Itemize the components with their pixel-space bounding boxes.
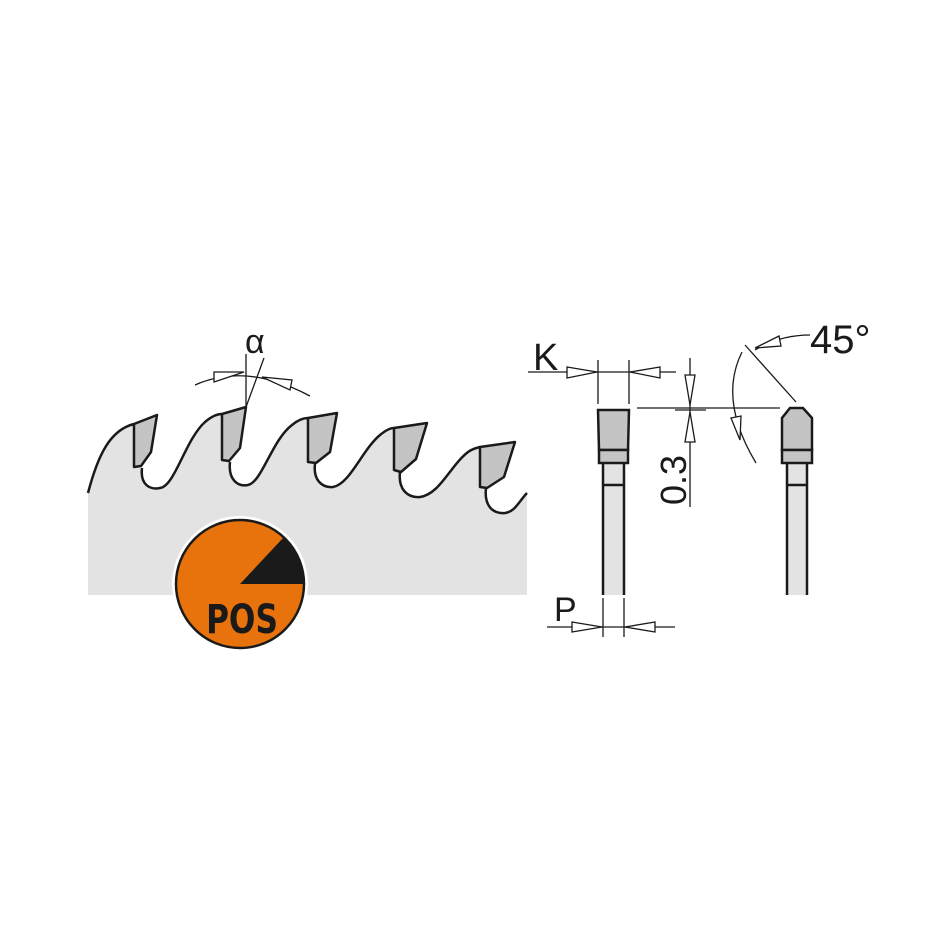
carbide-tip-4 [392, 421, 429, 474]
chamfer-angle-label: 45° [810, 318, 871, 362]
pos-badge: POS [172, 516, 308, 652]
positive-angle-wedge [240, 538, 303, 584]
tip-height-label: 0.3 [653, 455, 694, 505]
carbide-tip-5 [478, 440, 517, 490]
pos-badge-label: POS [206, 597, 278, 643]
tip-height-dimension [637, 358, 780, 507]
hook-angle-dimension [194, 354, 311, 408]
carbide-tip-3 [306, 411, 339, 465]
side-profile-flat-tooth [596, 408, 631, 595]
carbide-tip-1 [132, 413, 159, 469]
hook-angle-label: α [245, 323, 265, 361]
side-profile-chamfered-tooth [780, 406, 814, 595]
kerf-label: K [533, 337, 558, 379]
blade-tooth-outline [86, 412, 528, 515]
plate-dimension [547, 598, 675, 637]
plate-label: P [554, 591, 577, 629]
kerf-dimension [528, 360, 676, 404]
carbide-tip-2 [220, 405, 248, 463]
chamfer-angle-dimension [730, 334, 811, 464]
